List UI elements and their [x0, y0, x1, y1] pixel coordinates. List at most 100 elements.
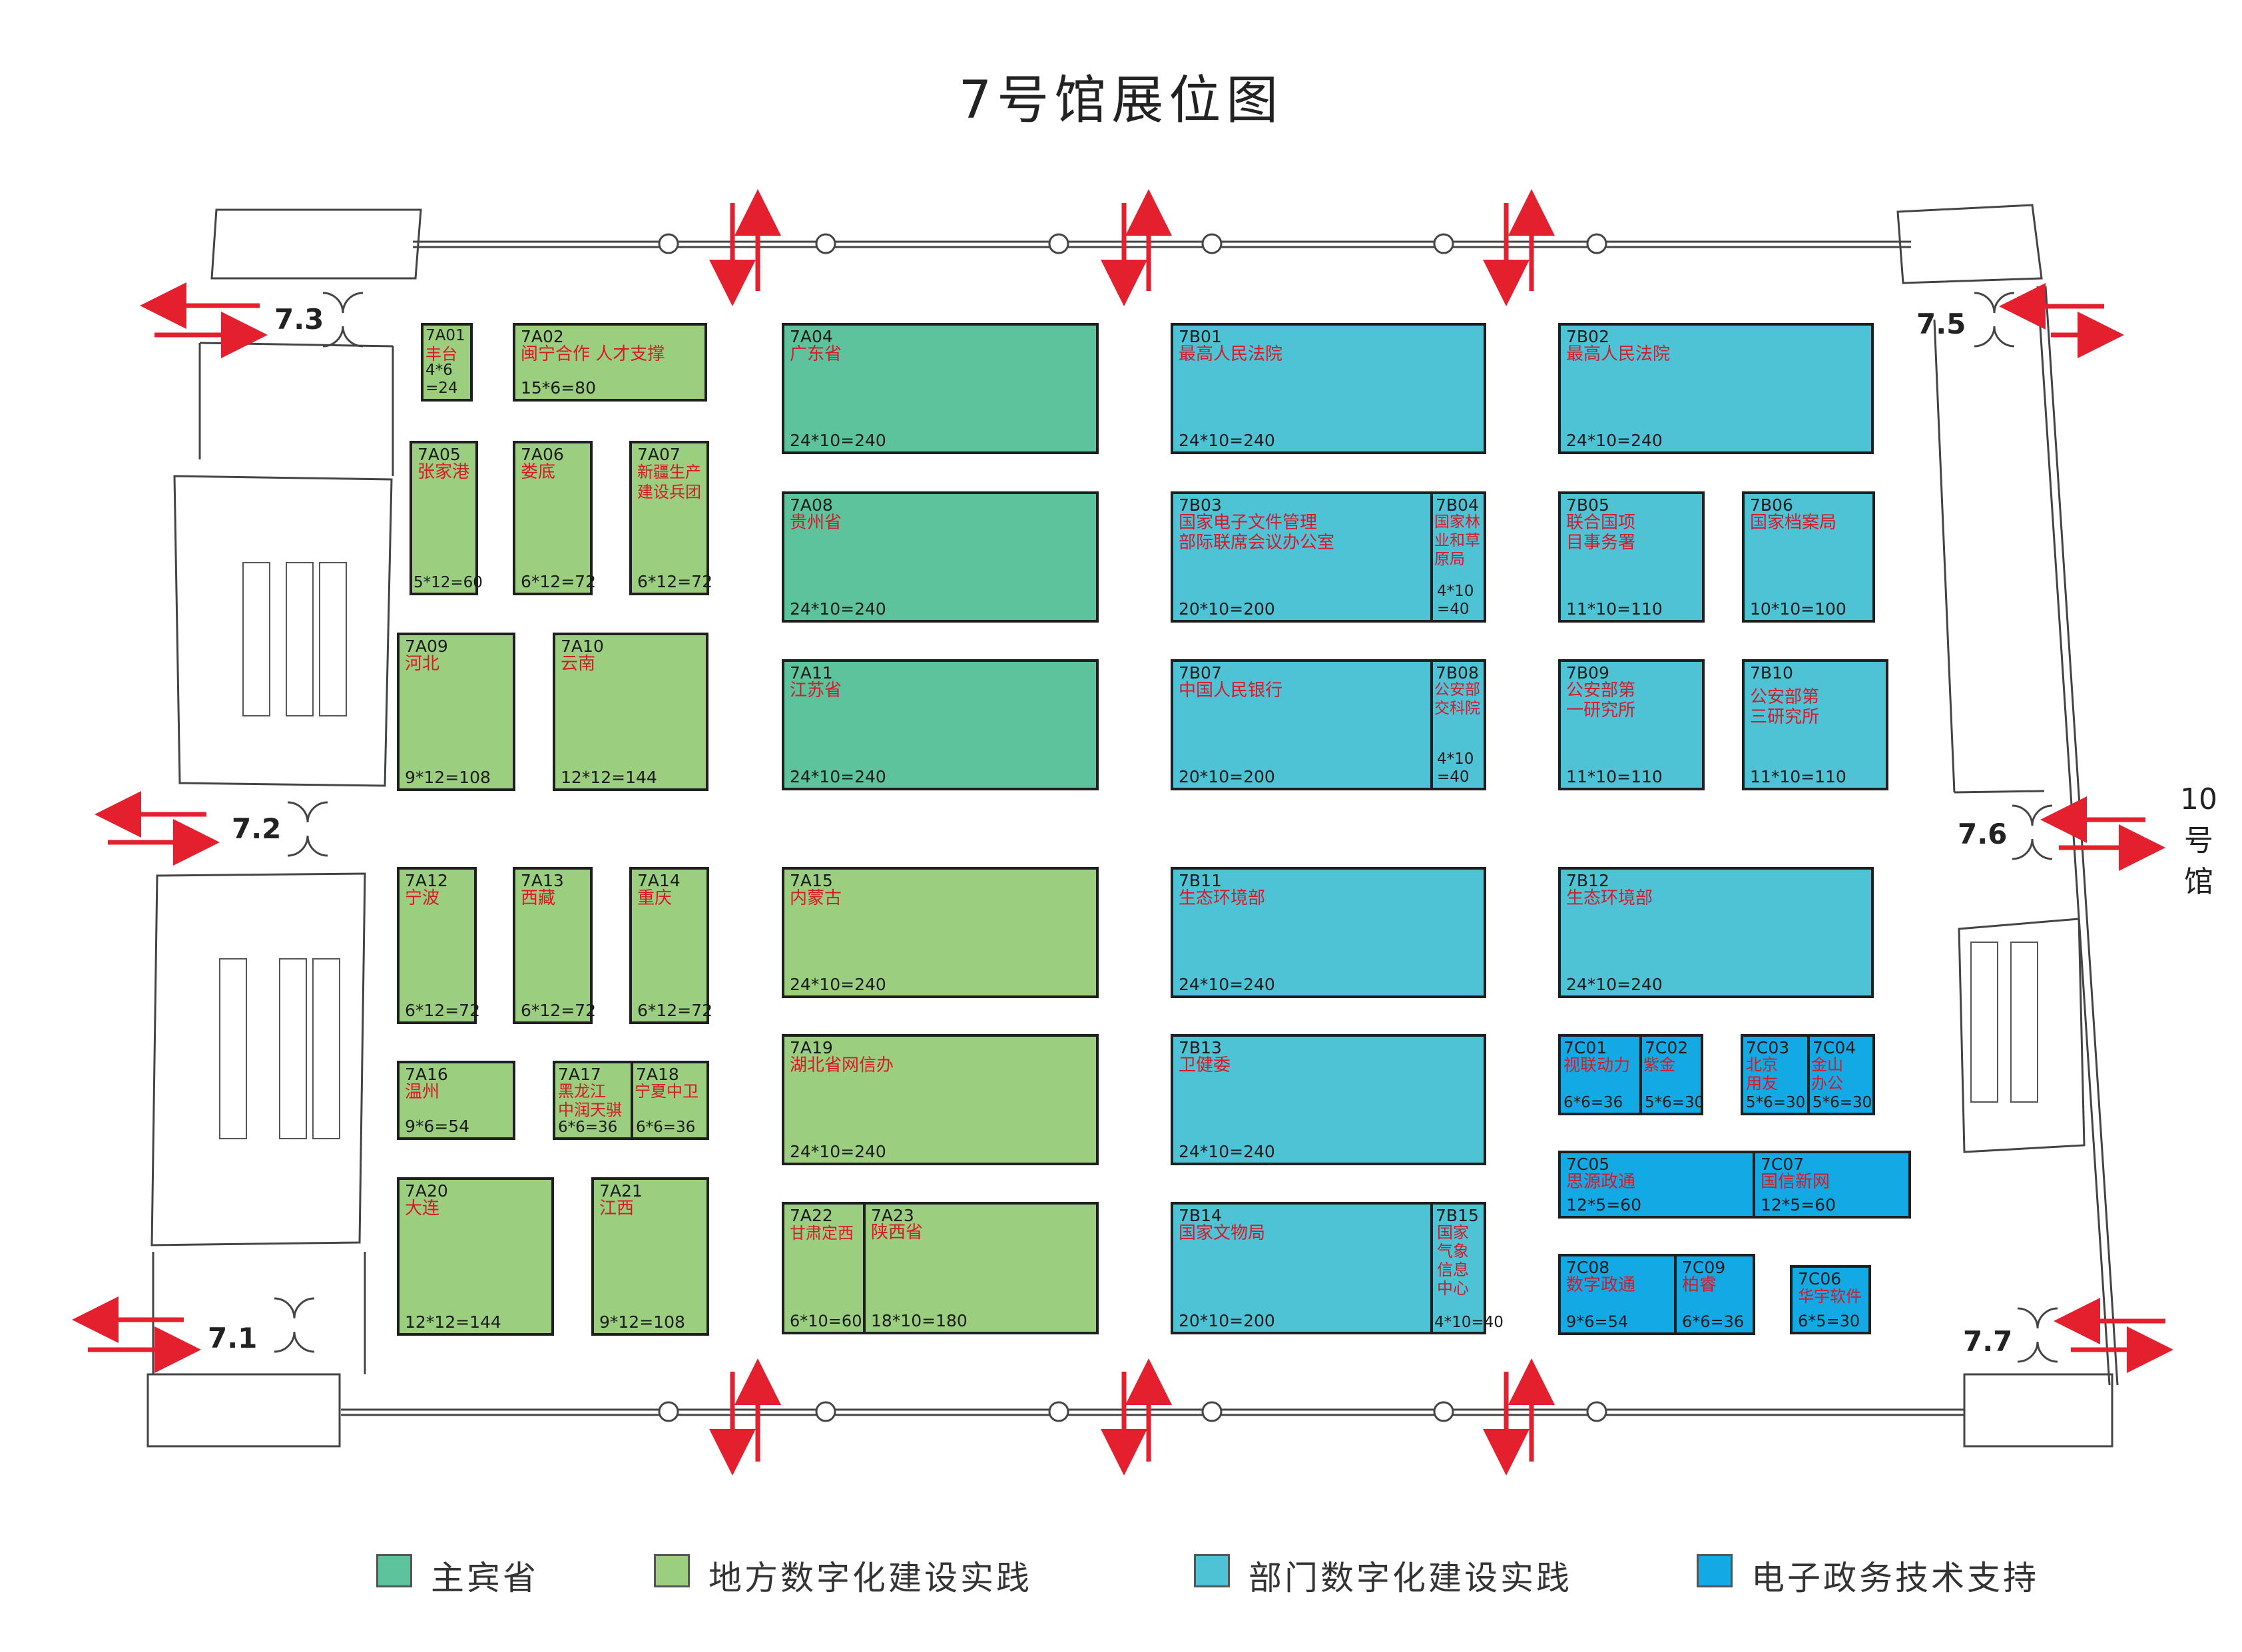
booth-area: 24*10=240	[1179, 975, 1275, 994]
booth-7B08[interactable]: 7B08 公安部 交科院 4*10 =40	[1430, 662, 1484, 788]
booth-area: 11*10=110	[1566, 599, 1663, 619]
booth-code: 7A02	[521, 327, 564, 346]
booth-7C04[interactable]: 7C04 金山 办公 5*6=30	[1807, 1037, 1872, 1113]
booth-7B10[interactable]: 7B10 公安部第 三研究所 11*10=110	[1742, 659, 1888, 790]
booth-code: 7B03	[1179, 495, 1222, 515]
booth-7A02[interactable]: 7A02 闽宁合作 人才支撑 15*6=80	[513, 323, 707, 402]
booth-code: 7B01	[1179, 327, 1222, 346]
booth-7A16[interactable]: 7A16 温州 9*6=54	[397, 1061, 515, 1140]
booth-code: 7A09	[405, 637, 448, 656]
booth-7A08[interactable]: 7A08 贵州省 24*10=240	[782, 491, 1099, 623]
booth-name: 国家 气象 信息 中心	[1437, 1223, 1469, 1298]
booth-name: 贵州省	[790, 513, 842, 533]
booth-7C03[interactable]: 7C03 北京 用友 5*6=30	[1743, 1037, 1807, 1113]
booth-name: 温州	[405, 1082, 440, 1102]
booth-7C09-box[interactable]: 7C09 柏睿 6*6=36	[1674, 1254, 1755, 1335]
booth-7A19[interactable]: 7A19 湖北省网信办 24*10=240	[782, 1034, 1099, 1165]
booth-7B15[interactable]: 7B15 国家 气象 信息 中心	[1430, 1205, 1484, 1332]
entrance-label-7-6: 7.6	[1958, 818, 2008, 850]
booth-code: 7C02	[1645, 1038, 1689, 1057]
booth-code: 7A22	[790, 1206, 833, 1225]
booth-7B13[interactable]: 7B13 卫健委 24*10=240	[1171, 1034, 1486, 1165]
booth-7A20[interactable]: 7A20 大连 12*12=144	[397, 1177, 554, 1336]
booth-name: 视联动力	[1563, 1055, 1631, 1075]
booth-code: 7A14	[637, 871, 681, 890]
booth-7A17-7A18: 7A17 黑龙江 中润天骐 6*6=36 7A18 宁夏中卫 6*6=36	[553, 1061, 709, 1140]
booth-7B05[interactable]: 7B05 联合国项 目事务署 11*10=110	[1558, 491, 1705, 623]
booth-code: 7B11	[1179, 871, 1222, 890]
booth-name: 柏睿	[1682, 1275, 1717, 1295]
booth-code: 7B10	[1750, 663, 1793, 683]
booth-7C02[interactable]: 7C02 紫金 5*6=30	[1639, 1037, 1705, 1113]
booth-code: 7C06	[1798, 1269, 1842, 1288]
booth-7B03-7B04: 7B03 国家电子文件管理 部际联席会议办公室 20*10=200 7B04 国…	[1171, 491, 1486, 623]
booth-7B07[interactable]: 7B07 中国人民银行 20*10=200	[1173, 662, 1430, 788]
booth-7A01[interactable]: 7A01 丰台 4*6 =24	[421, 323, 473, 402]
booth-7A04[interactable]: 7A04 广东省 24*10=240	[782, 323, 1099, 454]
booth-7A05[interactable]: 7A05 张家港 5*12=60	[410, 441, 483, 595]
booth-name: 国家文物局	[1179, 1223, 1266, 1243]
booth-code: 7B12	[1566, 871, 1609, 890]
booth-7A09[interactable]: 7A09 河北 9*12=108	[397, 633, 515, 791]
booth-name: 重庆	[637, 888, 673, 908]
booth-area: 6*12=72	[637, 572, 712, 591]
booth-area: 15*6=80	[521, 378, 596, 398]
booth-7C05[interactable]: 7C05 思源政通 12*5=60	[1558, 1151, 1755, 1219]
booth-area: 5*12=60	[414, 574, 483, 591]
booth-area: 12*5=60	[1761, 1195, 1836, 1215]
booth-7A17[interactable]: 7A17 黑龙江 中润天骐 6*6=36	[555, 1063, 631, 1137]
booth-area: 4*10 =40	[1437, 750, 1474, 786]
booth-7A10[interactable]: 7A10 云南 12*12=144	[553, 633, 708, 791]
booth-7A07[interactable]: 7A07 新疆生产 建设兵团 6*12=72	[629, 441, 712, 595]
booth-area: 6*6=36	[1563, 1094, 1623, 1111]
booth-7B11[interactable]: 7B11 生态环境部 24*10=240	[1171, 867, 1486, 998]
legend-swatch	[654, 1554, 690, 1587]
booth-area: 9*12=108	[405, 768, 491, 787]
booth-7A06[interactable]: 7A06 娄底 6*12=72	[513, 441, 596, 595]
booth-area: 4*6 =24	[425, 362, 458, 397]
booth-7B14[interactable]: 7B14 国家文物局 20*10=200	[1173, 1205, 1430, 1332]
booth-area: 4*10 =40	[1437, 583, 1474, 618]
booth-area: 6*12=72	[637, 1001, 712, 1020]
booth-area: 5*6=30	[1645, 1094, 1705, 1111]
booth-name: 新疆生产 建设兵团	[637, 463, 701, 501]
booth-7B02[interactable]: 7B02 最高人民法院 24*10=240	[1558, 323, 1874, 454]
booth-7A21[interactable]: 7A21 江西 9*12=108	[591, 1177, 709, 1336]
booth-area: 6*6=36	[636, 1119, 696, 1136]
booth-name: 宁波	[405, 888, 440, 908]
booth-7B06[interactable]: 7B06 国家档案局 10*10=100	[1742, 491, 1875, 623]
booth-name: 陕西省	[871, 1223, 924, 1242]
booth-7A12[interactable]: 7A12 宁波 6*12=72	[397, 867, 480, 1024]
booth-7A23[interactable]: 7A23 陕西省 18*10=180	[863, 1205, 1096, 1332]
booth-7B03[interactable]: 7B03 国家电子文件管理 部际联席会议办公室 20*10=200	[1173, 494, 1430, 620]
booth-7A22[interactable]: 7A22 甘肃定西 6*10=60	[784, 1205, 863, 1332]
entrance-label-7-5: 7.5	[1916, 308, 1966, 340]
booth-name: 公安部 交科院	[1434, 681, 1480, 717]
booth-7C06[interactable]: 7C06 华宇软件 6*5=30	[1790, 1265, 1871, 1334]
booth-7A13[interactable]: 7A13 西藏 6*12=72	[513, 867, 596, 1024]
booth-name: 娄底	[521, 462, 556, 482]
booth-7A11[interactable]: 7A11 江苏省 24*10=240	[782, 659, 1099, 790]
booth-7B04[interactable]: 7B04 国家林 业和草 原局 4*10 =40	[1430, 494, 1484, 620]
booth-7B12[interactable]: 7B12 生态环境部 24*10=240	[1558, 867, 1874, 998]
booth-area: 6*12=72	[521, 1001, 596, 1020]
booth-name: 生态环境部	[1179, 888, 1266, 908]
booth-7C07[interactable]: 7C07 国信新网 12*5=60	[1753, 1151, 1911, 1219]
booth-name: 云南	[561, 654, 596, 674]
booth-7C01[interactable]: 7C01 视联动力 6*6=36	[1561, 1037, 1639, 1113]
booth-code: 7A18	[636, 1065, 679, 1084]
booth-code: 7A07	[637, 445, 681, 464]
entrance-doors	[274, 292, 2058, 1363]
booth-7B01[interactable]: 7B01 最高人民法院 24*10=240	[1171, 323, 1486, 454]
booth-7A14[interactable]: 7A14 重庆 6*12=72	[629, 867, 712, 1024]
entrance-label-7-3: 7.3	[274, 303, 324, 336]
booth-name: 江西	[599, 1199, 635, 1219]
booth-7A15[interactable]: 7A15 内蒙古 24*10=240	[782, 867, 1099, 998]
entrance-label-7-2: 7.2	[232, 812, 282, 845]
booth-code: 7C08	[1566, 1258, 1610, 1277]
booth-7C08[interactable]: 7C08 数字政通 9*6=54	[1561, 1256, 1679, 1332]
booth-7A18[interactable]: 7A18 宁夏中卫 6*6=36	[631, 1063, 706, 1137]
booth-code: 7A10	[561, 637, 604, 656]
booth-7B09[interactable]: 7B09 公安部第 一研究所 11*10=110	[1558, 659, 1705, 790]
booth-code: 7A12	[405, 871, 448, 890]
